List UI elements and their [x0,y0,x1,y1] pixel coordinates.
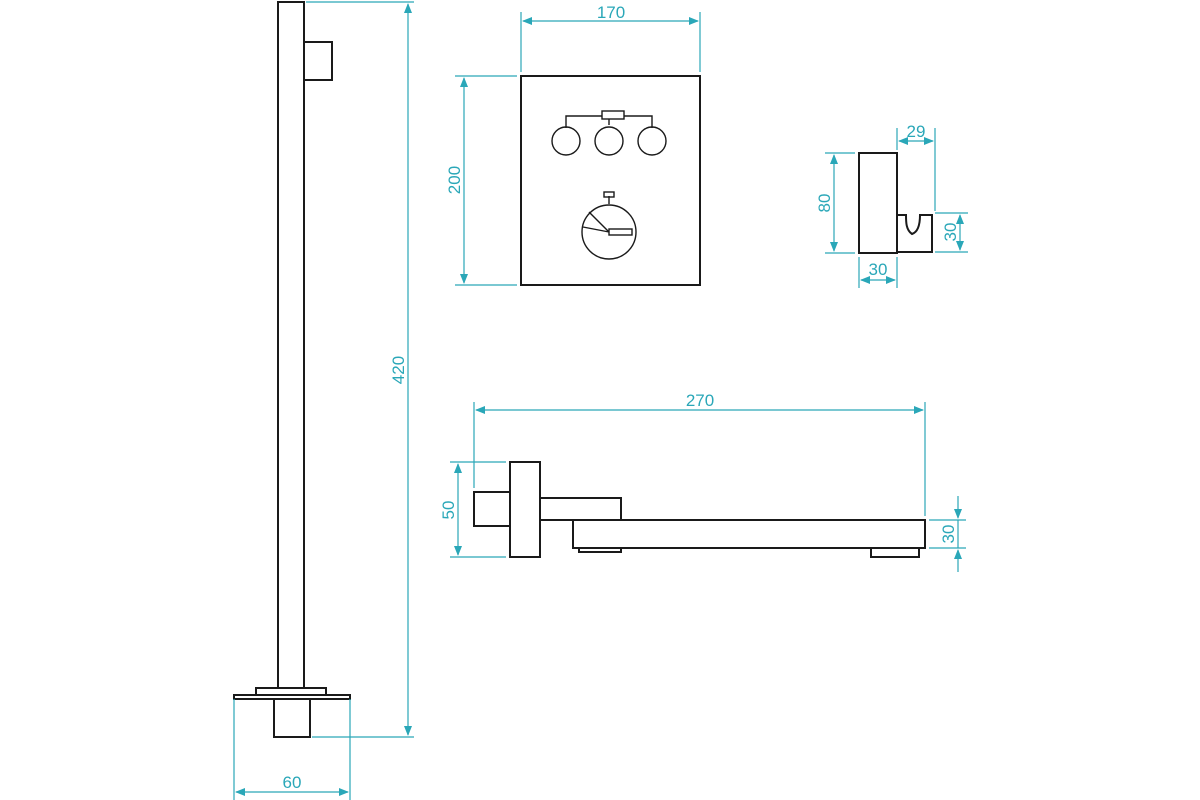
spout-joint-cap [578,547,622,553]
holder-base [858,152,898,254]
holder-depth-bottom-dimension: 30 [858,257,898,288]
riser-height-label: 420 [389,356,408,384]
riser-width-label: 60 [283,773,302,792]
holder-depth-top-dimension: 29 [896,122,936,211]
selector-button-center [594,126,624,156]
holder-height-label: 80 [815,194,834,213]
panel-width-label: 170 [597,3,625,22]
riser-width-dimension: 60 [233,699,351,800]
spout-arm-dimension: 30 [929,496,966,572]
selector-indicator-icon [601,110,625,120]
holder-height-dimension: 80 [815,152,855,254]
thermostat-marker-icon [603,191,615,198]
spout-wall-stub [473,491,511,527]
mixer-panel [520,75,701,286]
riser-pipe [277,1,305,689]
thermostat-indicator-icon [608,228,633,236]
thermostat-knob [581,204,637,260]
panel-plate [520,75,701,286]
thermostat-pointer-a [588,211,610,233]
riser-mount-stub [273,698,311,738]
riser-height-dimension: 420 [306,1,414,738]
riser-collar [255,687,327,696]
holder-depth-bottom-label: 30 [869,260,888,279]
panel-height-dimension: 200 [445,75,517,286]
spout-flange-dimension: 50 [439,461,506,558]
panel-height-label: 200 [445,166,464,194]
selector-button-left [551,126,581,156]
spout-arm [572,519,926,549]
wall-holder [858,152,933,254]
thermostat-pointer-b [582,226,610,233]
spout-length-dimension: 270 [473,391,926,516]
panel-width-dimension: 170 [520,3,701,72]
spout-flange-label: 50 [439,501,458,520]
spout-neck [539,497,622,521]
shower-riser [233,1,351,738]
selector-link-line [565,115,653,128]
riser-bracket [303,41,333,81]
spout-arm-label: 30 [939,525,958,544]
spout-length-label: 270 [686,391,714,410]
holder-hook-label: 30 [941,223,960,242]
holder-depth-top-label: 29 [907,122,926,141]
holder-hook [897,214,933,253]
spout-flange [509,461,541,558]
spout [473,461,926,558]
selector-button-right [637,126,667,156]
holder-hook-dimension: 30 [935,212,968,253]
spout-outlet [870,547,920,558]
